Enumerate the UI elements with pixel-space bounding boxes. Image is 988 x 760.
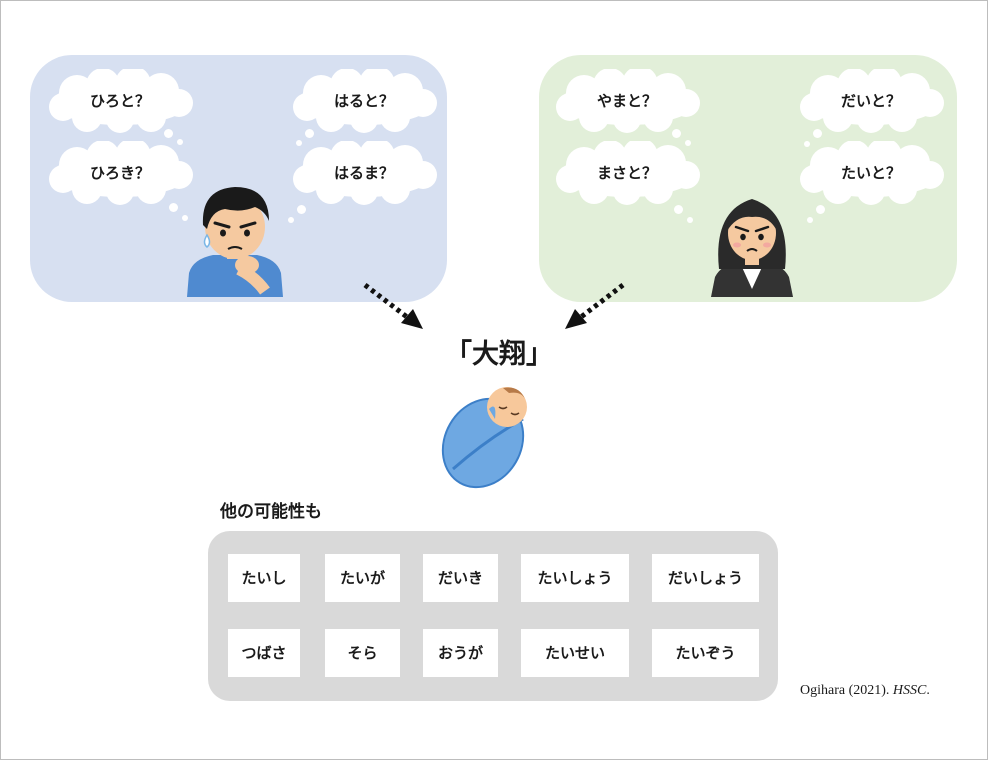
thought-dot xyxy=(816,205,825,214)
guess-label: たいと？ xyxy=(840,164,901,182)
thought-dot xyxy=(807,217,813,223)
guess-label: だいと？ xyxy=(840,92,901,110)
citation-authors-year: Ogihara (2021). xyxy=(800,683,893,698)
guess-label: はるま？ xyxy=(333,164,394,182)
alternative-reading-chip: たいが xyxy=(325,554,400,602)
guess-label: ひろと？ xyxy=(89,92,150,110)
dotted-arrow-left-down xyxy=(565,283,625,329)
thought-cloud: たいと？ xyxy=(796,141,946,205)
citation-end: . xyxy=(926,683,930,698)
thought-dot xyxy=(177,139,183,145)
thought-dot xyxy=(804,141,810,147)
guess-label: まさと？ xyxy=(596,164,657,182)
swaddled-baby-icon xyxy=(433,379,543,493)
thought-dot xyxy=(164,129,173,138)
alternatives-heading: 他の可能性も xyxy=(220,502,322,522)
thought-cloud: はると？ xyxy=(289,69,439,133)
alternative-reading-chip: つばさ xyxy=(228,629,300,677)
thought-dot xyxy=(296,140,302,146)
thought-dot xyxy=(288,217,294,223)
thought-cloud: ひろと？ xyxy=(45,69,195,133)
frustrated-woman-icon xyxy=(707,181,797,301)
guess-label: やまと？ xyxy=(596,92,657,110)
thought-dot xyxy=(674,205,683,214)
alternative-reading-chip: たいぞう xyxy=(652,629,759,677)
guess-label: はると？ xyxy=(333,92,394,110)
thought-cloud: まさと？ xyxy=(552,141,702,205)
thought-dot xyxy=(687,217,693,223)
thought-cloud: はるま？ xyxy=(289,141,439,205)
thought-cloud: ひろき？ xyxy=(45,141,195,205)
alternative-reading-chip: おうが xyxy=(423,629,498,677)
thought-dot xyxy=(305,129,314,138)
alternative-reading-chip: だいしょう xyxy=(652,554,759,602)
guess-label: ひろき？ xyxy=(89,164,150,182)
alternative-reading-chip: たいしょう xyxy=(521,554,629,602)
alternative-reading-chip: たいせい xyxy=(521,629,629,677)
thought-dot xyxy=(672,129,681,138)
thought-cloud: やまと？ xyxy=(552,69,702,133)
worried-man-icon xyxy=(185,181,285,301)
given-name-kanji: 「大翔」 xyxy=(445,339,553,370)
thought-dot xyxy=(182,215,188,221)
thought-dot xyxy=(297,205,306,214)
dotted-arrow-right-down xyxy=(363,283,423,329)
alternative-reading-chip: たいし xyxy=(228,554,300,602)
alternative-reading-chip: だいき xyxy=(423,554,498,602)
thought-dot xyxy=(813,129,822,138)
thought-cloud: だいと？ xyxy=(796,69,946,133)
citation-journal: HSSC xyxy=(892,683,927,698)
citation: Ogihara (2021). HSSC. xyxy=(800,683,930,699)
alternative-reading-chip: そら xyxy=(325,629,400,677)
thought-dot xyxy=(685,140,691,146)
thought-dot xyxy=(169,203,178,212)
